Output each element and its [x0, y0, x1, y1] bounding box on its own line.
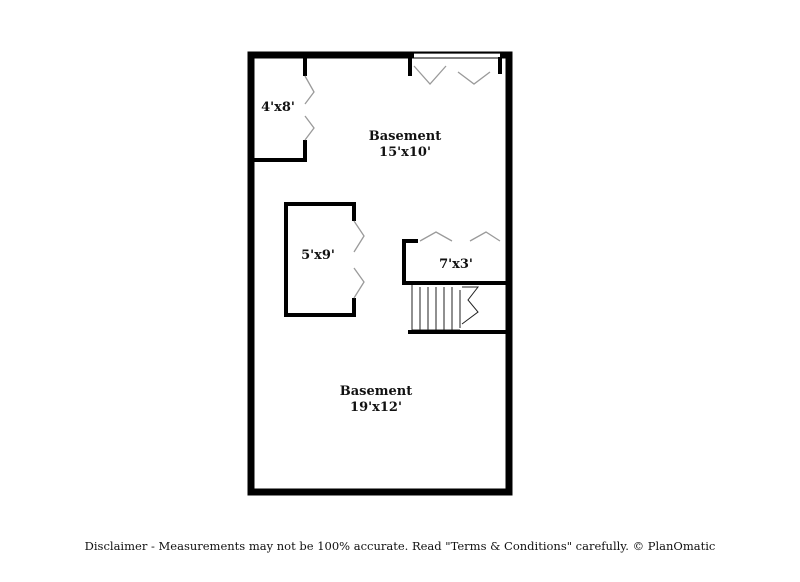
- room-name-basement-bottom: Basement: [340, 384, 412, 399]
- room-dims-basement-bottom: 19'x12': [350, 400, 402, 415]
- stairs: [408, 285, 511, 334]
- closet-5x9-walls: [284, 202, 356, 317]
- storage-4x8-walls: [252, 57, 307, 162]
- disclaimer-text: Disclaimer - Measurements may not be 100…: [84, 539, 716, 553]
- closet-7x3-doors: [419, 231, 501, 242]
- room-name-basement-top: Basement: [369, 129, 441, 144]
- top-wall-doors: [408, 52, 502, 85]
- room-label-closet-5x9: 5'x9': [301, 248, 335, 263]
- closet-7x3-walls: [402, 239, 511, 285]
- room-dims-basement-top: 15'x10': [379, 145, 431, 160]
- storage-4x8-doors: [304, 75, 315, 141]
- outer-wall: [247, 51, 513, 496]
- closet-5x9-doors: [353, 220, 365, 299]
- room-label-closet-7x3: 7'x3': [439, 257, 473, 272]
- room-label-storage-4x8: 4'x8': [261, 100, 295, 115]
